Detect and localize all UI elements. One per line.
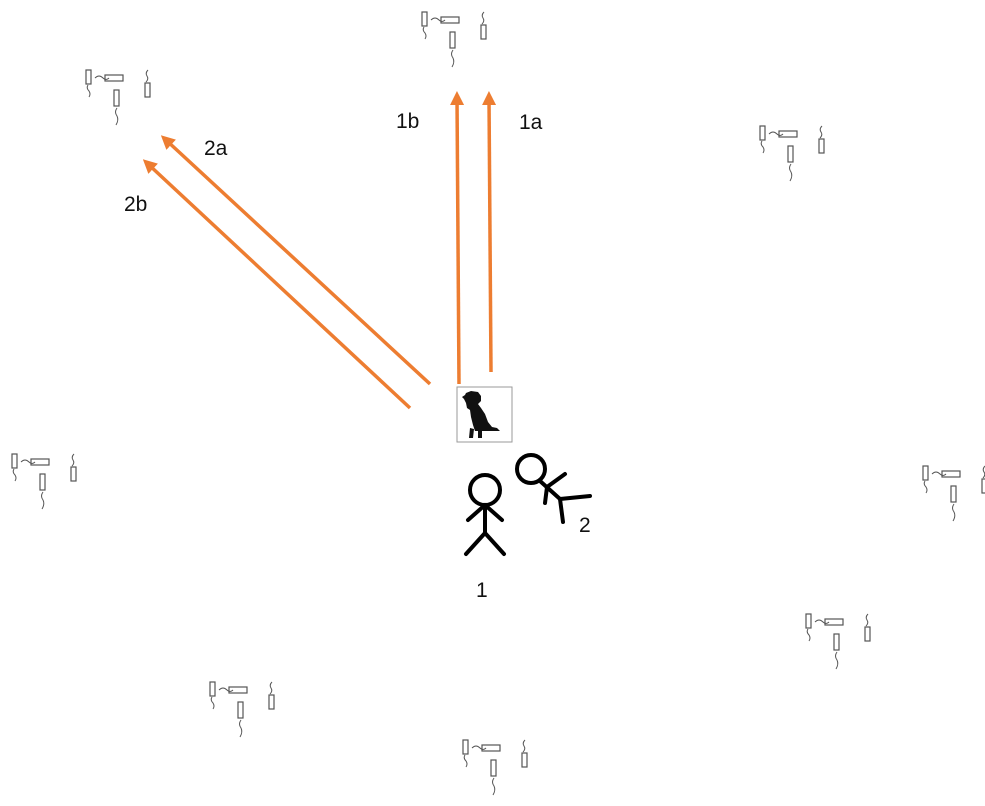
dog-icon bbox=[456, 386, 513, 443]
stick-person-icon bbox=[464, 473, 506, 556]
arrow-2a-label: 2a bbox=[204, 137, 228, 160]
arrow-1b bbox=[450, 91, 465, 385]
cup-cluster-icon bbox=[922, 465, 985, 522]
stick-person-pointing-icon bbox=[515, 453, 592, 524]
cup-cluster-icon bbox=[85, 69, 151, 126]
cup-cluster-icon bbox=[421, 11, 487, 68]
arrow-2b bbox=[142, 159, 412, 410]
cup-cluster-icon bbox=[209, 681, 275, 738]
arrow-1a-label: 1a bbox=[519, 111, 543, 134]
arrow-2a bbox=[160, 135, 432, 386]
arrow-1a bbox=[482, 91, 497, 373]
cup-cluster-icon bbox=[462, 739, 528, 796]
arrow-1b-label: 1b bbox=[396, 110, 420, 133]
cup-cluster-icon bbox=[805, 613, 871, 670]
person-1-label: 1 bbox=[476, 579, 488, 602]
cup-cluster-icon bbox=[759, 125, 825, 182]
arrow-2b-label: 2b bbox=[124, 193, 148, 216]
cup-cluster-icon bbox=[11, 453, 77, 510]
person-2-label: 2 bbox=[579, 514, 591, 537]
